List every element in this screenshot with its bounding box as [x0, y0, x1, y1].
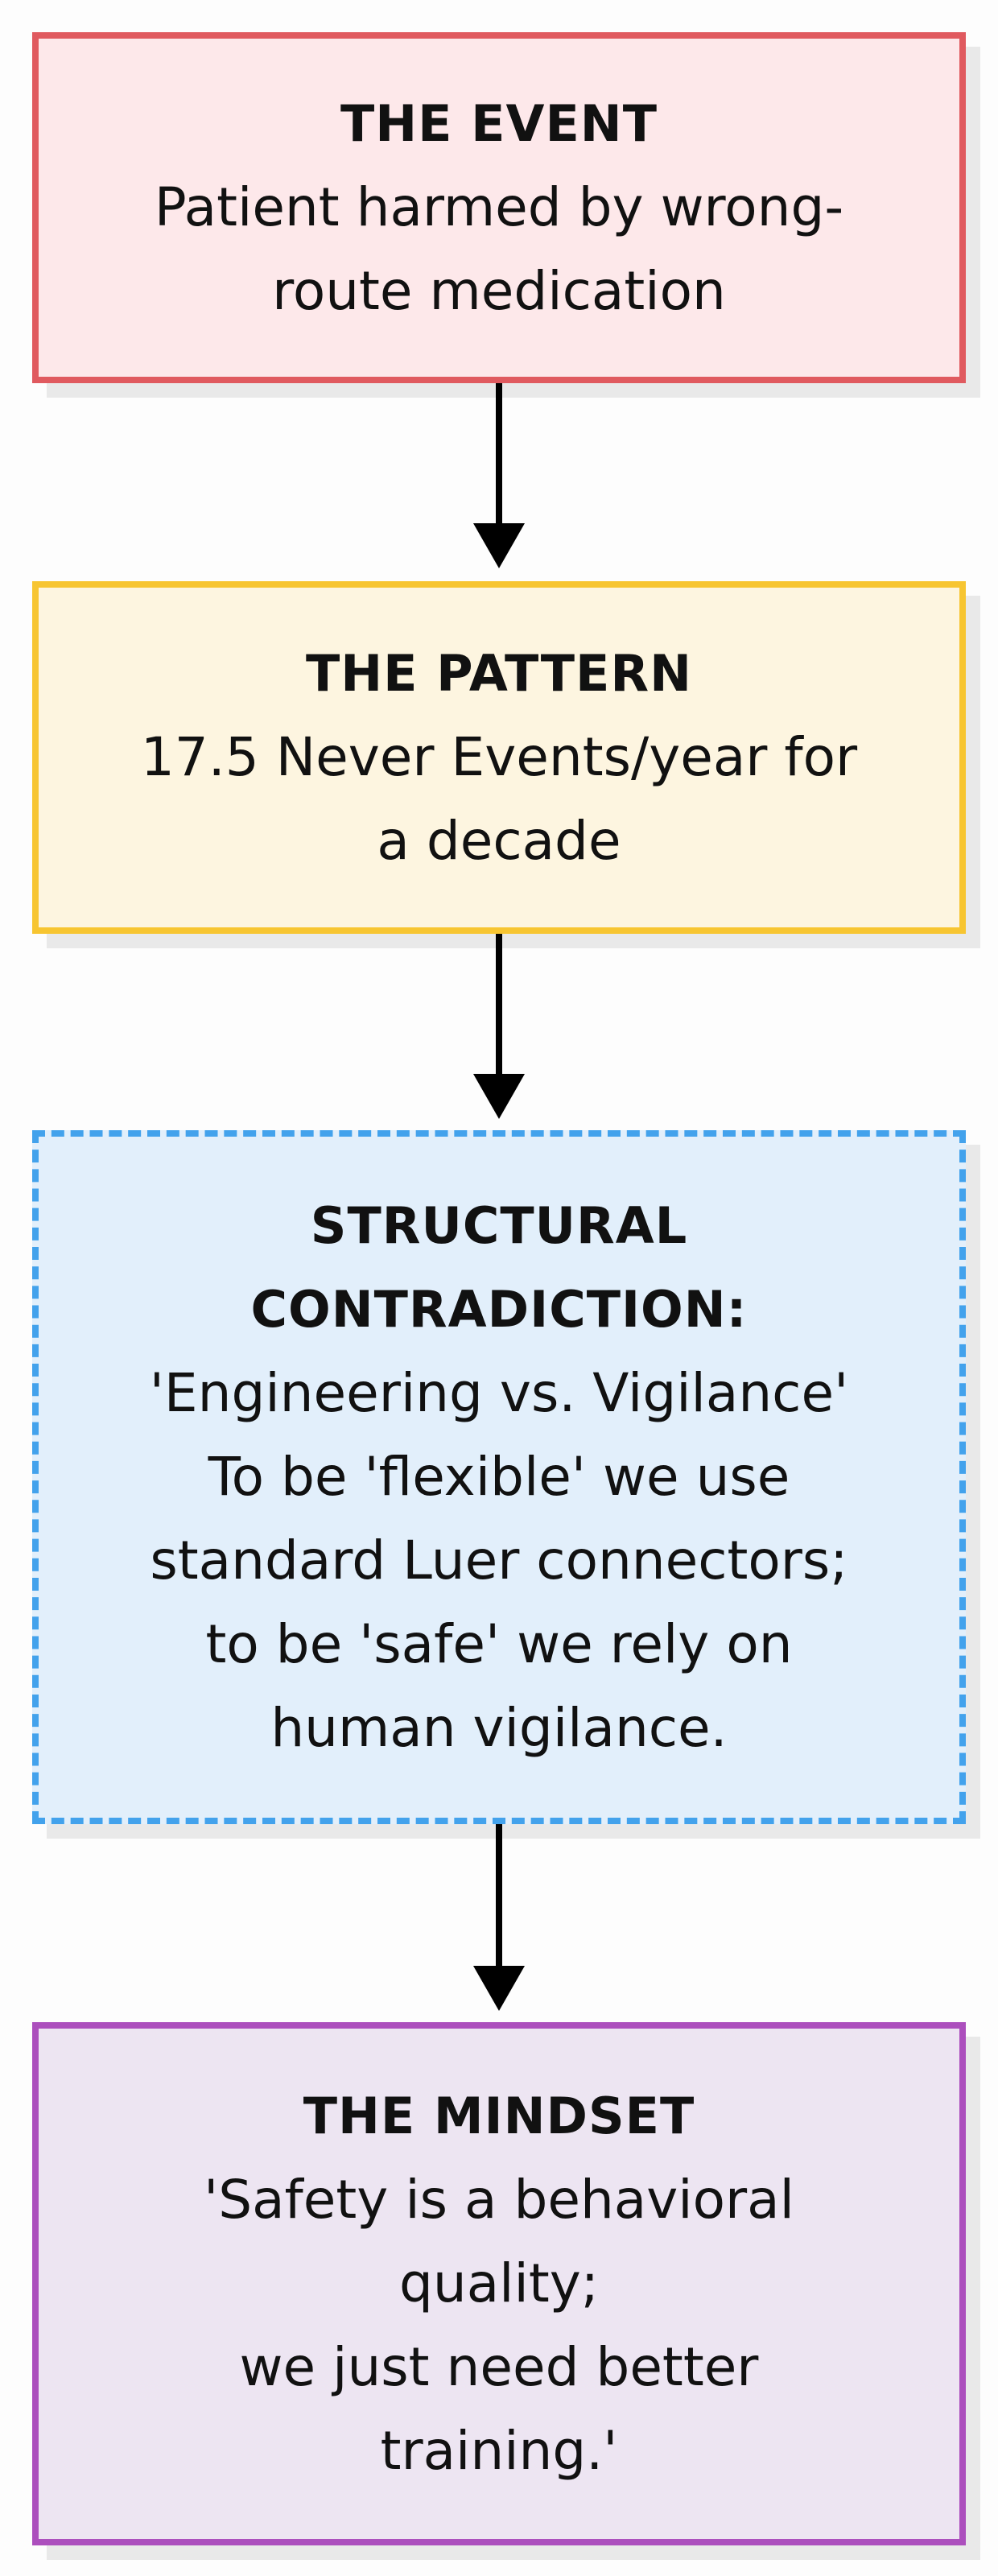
node-the-pattern: THE PATTERN 17.5 Never Events/year for a…	[32, 581, 966, 934]
node-title: STRUCTURAL CONTRADICTION:	[250, 1196, 748, 1339]
node-title: THE MINDSET	[303, 2087, 695, 2145]
arrowhead	[473, 1966, 525, 2011]
node-the-event: THE EVENT Patient harmed by wrong- route…	[32, 32, 966, 383]
arrow-contradiction-to-mindset	[473, 1824, 525, 2011]
arrowhead	[473, 1074, 525, 1119]
node-the-mindset: THE MINDSET 'Safety is a behavioral qual…	[32, 2022, 966, 2545]
node-body: 'Safety is a behavioral quality; we just…	[204, 2169, 794, 2482]
arrowhead	[473, 523, 525, 568]
node-body: Patient harmed by wrong- route medicatio…	[154, 176, 844, 322]
node-title: THE EVENT	[340, 94, 658, 153]
arrow-event-to-pattern	[473, 383, 525, 568]
node-body: 17.5 Never Events/year for a decade	[140, 726, 858, 872]
node-structural-contradiction: STRUCTURAL CONTRADICTION: 'Engineering v…	[32, 1130, 966, 1824]
node-body: 'Engineering vs. Vigilance' To be 'flexi…	[149, 1362, 849, 1759]
node-title: THE PATTERN	[305, 644, 693, 703]
arrow-pattern-to-contradiction	[473, 934, 525, 1119]
